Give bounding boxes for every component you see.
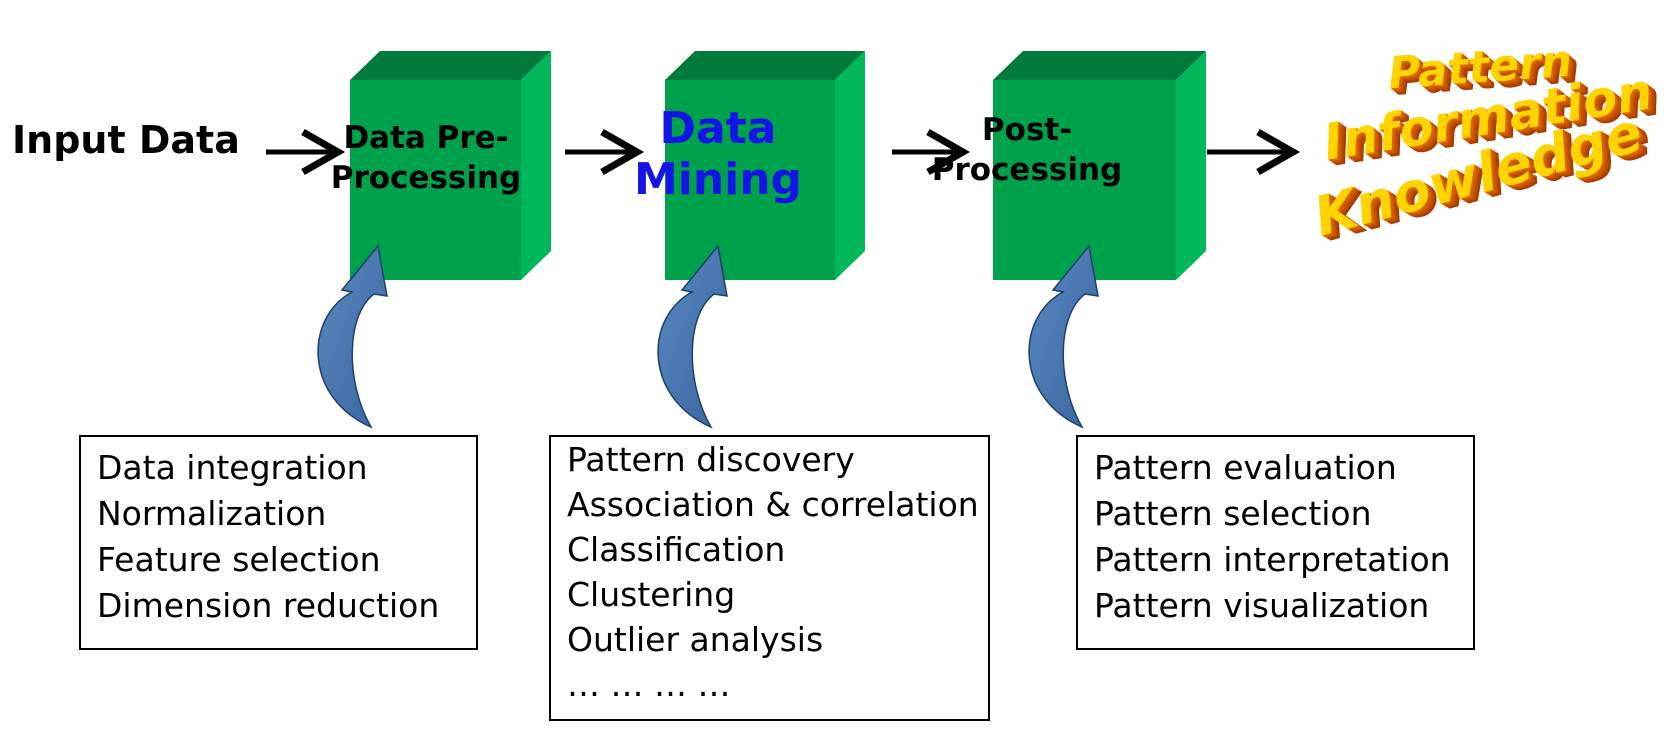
list-item: Pattern selection: [1094, 494, 1372, 533]
list-item: Data integration: [97, 448, 368, 487]
block-label-line: Mining: [633, 153, 803, 205]
mining-tasks-box: Pattern discovery Association & correlat…: [549, 435, 990, 721]
list-item: Dimension reduction: [97, 586, 440, 625]
block-label-line: Data Pre-: [343, 120, 509, 156]
block-label-line: Processing: [330, 160, 522, 197]
input-data-label: Input Data: [12, 118, 240, 162]
list-item: … … … …: [567, 665, 731, 704]
list-item: Normalization: [97, 494, 327, 533]
block-data-mining: [665, 51, 865, 280]
block-label-line: Post-: [981, 112, 1073, 148]
block-label-data-mining: Data Mining: [618, 103, 818, 205]
block-label-line: Processing: [931, 152, 1123, 189]
curved-arrow-icon-mining: [657, 244, 728, 429]
list-item: Pattern discovery: [567, 440, 855, 479]
list-item: Clustering: [567, 575, 736, 614]
curved-arrow-icon-postprocessing: [1028, 244, 1099, 429]
block-label-line: Data: [659, 103, 777, 154]
block-label-preprocessing: Data Pre- Processing: [326, 118, 526, 199]
block-label-postprocessing: Post- Processing: [922, 110, 1132, 191]
list-item: Association & correlation: [567, 485, 979, 524]
list-item: Pattern visualization: [1094, 586, 1430, 625]
postprocessing-steps-box: Pattern evaluation Pattern selection Pat…: [1076, 435, 1475, 650]
list-item: Pattern evaluation: [1094, 448, 1397, 487]
curved-arrow-icon-preprocessing: [317, 244, 388, 429]
preprocessing-steps-box: Data integration Normalization Feature s…: [79, 435, 478, 650]
list-item: Pattern interpretation: [1094, 540, 1451, 579]
list-item: Outlier analysis: [567, 620, 824, 659]
list-item: Feature selection: [97, 540, 381, 579]
block-preprocessing: [350, 51, 551, 280]
list-item: Classification: [567, 530, 786, 569]
block-postprocessing: [993, 51, 1206, 280]
